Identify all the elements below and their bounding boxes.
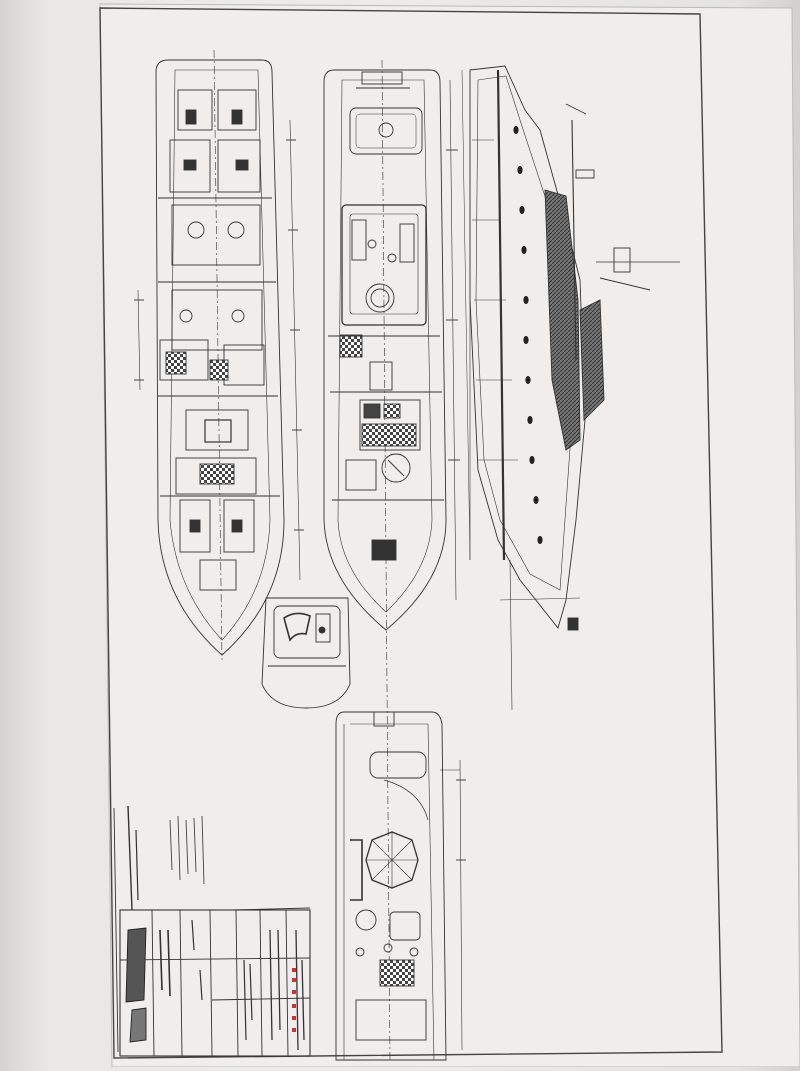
profile-portholes — [513, 126, 543, 544]
tender-detail — [261, 597, 351, 709]
main-deck-hull-outline — [323, 69, 447, 631]
tender-outline — [261, 597, 351, 709]
notes-block — [169, 815, 205, 885]
main-deck-plan — [323, 59, 460, 1061]
profile-superstructure-hatch — [544, 189, 581, 451]
company-logo — [125, 927, 147, 1003]
drawing-border — [99, 7, 723, 1059]
paper-sheet — [99, 3, 800, 1068]
title-block — [113, 805, 311, 1057]
flybridge-outline — [335, 711, 447, 1061]
profile-hull-outline — [469, 65, 586, 629]
lower-deck-plan — [134, 49, 304, 661]
lower-deck-centerline — [213, 49, 223, 661]
flybridge-deck-plan — [335, 711, 466, 1061]
profile-elevation — [461, 65, 680, 711]
title-block-color-swatches — [292, 968, 296, 1032]
